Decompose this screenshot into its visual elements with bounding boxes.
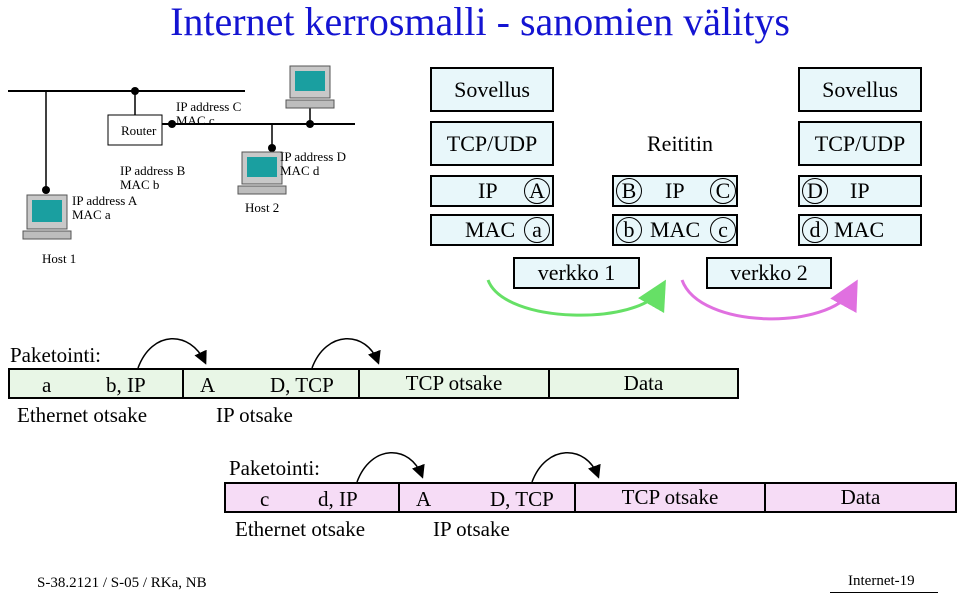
network-1-box: verkko 1 (513, 257, 640, 289)
network-1-arrow (486, 279, 666, 317)
router-box (107, 114, 163, 146)
left-mac-label: MAC (465, 217, 516, 242)
packet2-ip-dst: D, TCP (490, 487, 554, 511)
right-ip-address-circle: D (802, 178, 828, 204)
host1-mac: MAC a (72, 207, 111, 222)
router-stack-label: Reititin (647, 131, 713, 156)
right-mac-label: MAC (834, 217, 885, 242)
packet1-ip-dst: D, TCP (270, 373, 334, 397)
router-ip-c: IP address C (176, 99, 242, 114)
packet1-bar: a b, IP A D, TCP TCP otsake Data (8, 368, 739, 399)
server-computer-icon (285, 65, 335, 109)
packet1-tcp-segment: TCP otsake (360, 370, 550, 397)
packet2-ip-label: IP otsake (433, 517, 510, 541)
packet1-ip-label: IP otsake (216, 403, 293, 427)
footer-course-code: S-38.2121 / S-05 / RKa, NB (37, 575, 207, 591)
packet1-data-segment: Data (550, 370, 737, 397)
footer-underline (830, 592, 938, 593)
packet2-hop-arrow-1 (356, 452, 425, 483)
packet1-eth-dst: b, IP (106, 373, 146, 397)
packet1-ethernet-segment: a b, IP (10, 370, 184, 397)
router-label: Router (121, 123, 157, 138)
router-ip-b: IP address B (120, 163, 186, 178)
packet2-ethernet-segment: c d, IP (226, 484, 400, 511)
packet2-bar: c d, IP A D, TCP TCP otsake Data (224, 482, 957, 513)
router-ip-right-circle: C (710, 178, 736, 204)
left-ip-label: IP (478, 178, 498, 203)
host2-computer-icon (237, 151, 287, 195)
packet1-ip-segment: A D, TCP (184, 370, 360, 397)
host1-label: Host 1 (42, 251, 77, 266)
router-mac-label: MAC (650, 217, 701, 242)
host2-ip: IP address D (280, 149, 346, 164)
left-mac-address-circle: a (524, 217, 550, 243)
packet1-hop-arrow-1 (137, 338, 207, 369)
packet2-tcp-segment: TCP otsake (576, 484, 766, 511)
network-2-box: verkko 2 (706, 257, 832, 289)
right-transport-layer: TCP/UDP (798, 121, 922, 166)
router-mac-c: MAC c (176, 113, 215, 128)
page-title: Internet kerrosmalli - sanomien välitys (170, 0, 790, 44)
router-mac-b: MAC b (120, 177, 160, 192)
packet2-heading: Paketointi: (229, 456, 320, 480)
router-ip-left-circle: B (616, 178, 642, 204)
host1-computer-icon (22, 194, 72, 240)
left-transport-layer: TCP/UDP (430, 121, 554, 166)
right-app-layer: Sovellus (798, 67, 922, 112)
router-mac-left-circle: b (616, 217, 642, 243)
packet1-eth-label: Ethernet otsake (17, 403, 148, 427)
packet2-ip-segment: A D, TCP (400, 484, 576, 511)
packet2-eth-src: c (260, 487, 270, 511)
router-mac-right-circle: c (710, 217, 736, 243)
host1-ip: IP address A (72, 193, 138, 208)
packet2-eth-dst: d, IP (318, 487, 358, 511)
host2-mac: MAC d (280, 163, 320, 178)
router-ip-label: IP (665, 178, 685, 203)
packet2-eth-label: Ethernet otsake (235, 517, 366, 541)
left-ip-address-circle: A (524, 178, 550, 204)
packet1-eth-src: a (42, 373, 52, 397)
packet2-ip-src: A (416, 487, 432, 511)
left-app-layer: Sovellus (430, 67, 554, 112)
packet1-heading: Paketointi: (10, 343, 101, 367)
right-ip-label: IP (850, 178, 870, 203)
footer-slide-number: Internet-19 (848, 573, 915, 589)
packet1-ip-src: A (200, 373, 216, 397)
packet1-hop-arrow-2 (311, 338, 381, 369)
right-mac-address-circle: d (802, 217, 828, 243)
host2-label: Host 2 (245, 200, 280, 215)
network-2-arrow (680, 279, 858, 321)
packet2-hop-arrow-2 (531, 452, 601, 483)
packet2-data-segment: Data (766, 484, 955, 511)
